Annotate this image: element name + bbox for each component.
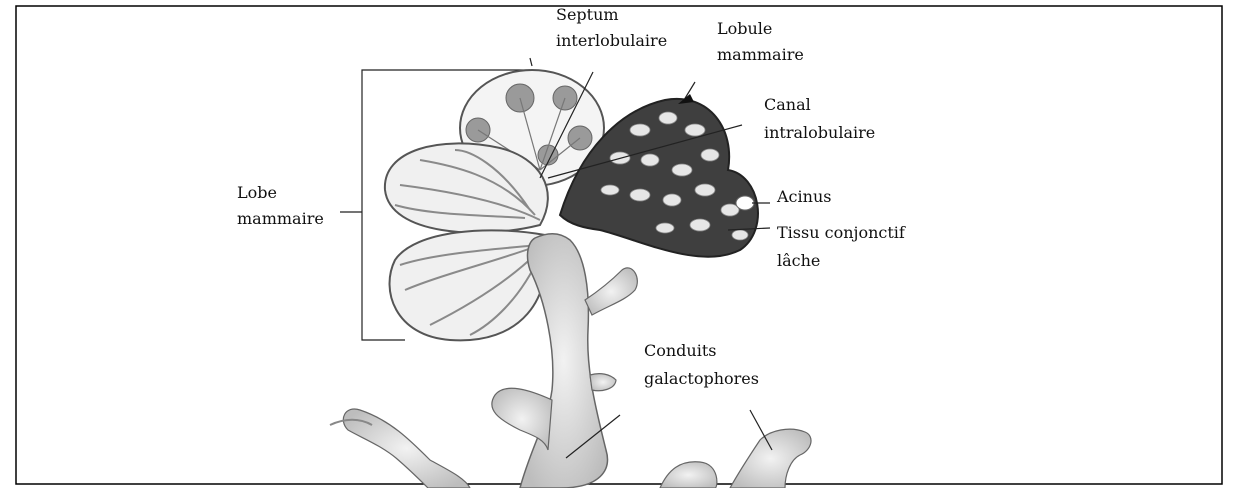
- left-lobe-lower: [390, 230, 547, 340]
- label-septum-interlobulaire: Septum interlobulaire: [556, 5, 667, 50]
- page-border: [16, 6, 1222, 484]
- label-acinus: Acinus: [776, 187, 831, 206]
- label-tissu-conjonctif-lache: Tissu conjonctif lâche: [777, 223, 910, 270]
- label-conduits-galactophores: Conduits galactophores: [644, 341, 759, 388]
- label-canal-intralobulaire: Canal intralobulaire: [764, 95, 875, 142]
- left-lobe-upper: [385, 143, 548, 232]
- label-lobule-mammaire: Lobule mammaire: [717, 19, 804, 64]
- label-lobe-mammaire: Lobe mammaire: [237, 183, 324, 228]
